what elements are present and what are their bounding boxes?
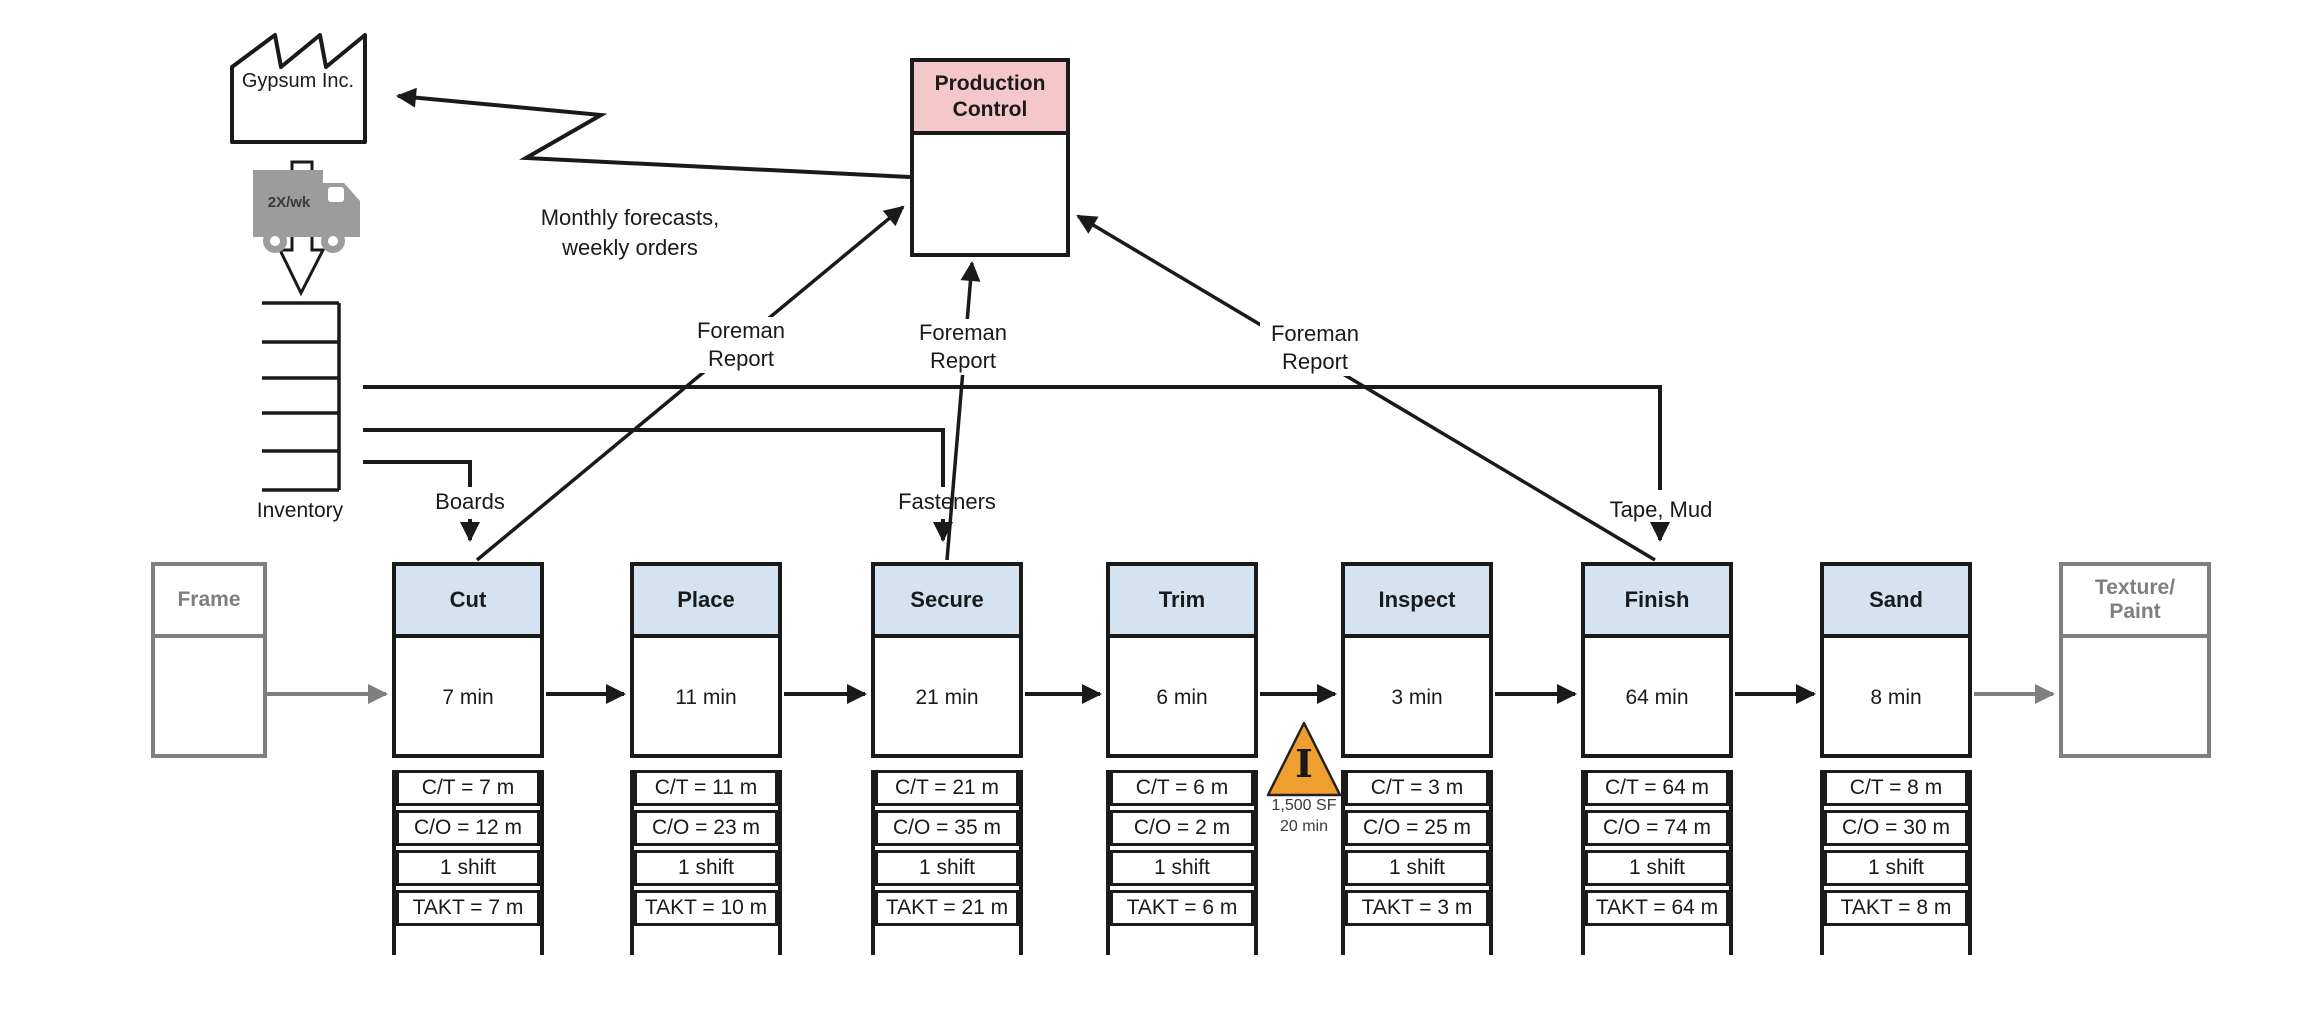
process-name-finish: Finish (1624, 587, 1690, 612)
process-name-texture-paint: Texture/ Paint (2094, 576, 2176, 623)
forecast-zigzag-arrow (396, 87, 911, 179)
data-row: C/T = 8 m (1824, 770, 1968, 806)
data-row: 1 shift (1345, 850, 1489, 886)
data-table-trim: C/T = 6 m C/O = 2 m 1 shift TAKT = 6 m (1106, 770, 1258, 955)
inventory-buffer-icon (1266, 721, 1342, 797)
process-box-trim: Trim 6 min (1106, 562, 1258, 758)
process-name-inspect: Inspect (1378, 587, 1456, 612)
data-row: C/O = 23 m (634, 810, 778, 846)
process-box-place: Place 11 min (630, 562, 782, 758)
data-row: TAKT = 21 m (875, 890, 1019, 926)
data-row: 1 shift (1110, 850, 1254, 886)
supplier-factory-icon (230, 33, 367, 144)
production-control-box: Production Control (910, 58, 1070, 257)
data-row: TAKT = 7 m (396, 890, 540, 926)
process-box-inspect: Inspect 3 min (1341, 562, 1493, 758)
data-row: C/T = 3 m (1345, 770, 1489, 806)
truck-icon (253, 170, 360, 253)
process-time-place: 11 min (675, 686, 737, 709)
data-row: TAKT = 64 m (1585, 890, 1729, 926)
inventory-label: Inventory (256, 499, 344, 522)
process-time-sand: 8 min (1870, 686, 1922, 709)
process-time-inspect: 3 min (1391, 686, 1443, 709)
process-name-cut: Cut (449, 587, 487, 612)
fasteners-label: Fasteners (898, 489, 996, 514)
process-name-place: Place (677, 587, 735, 612)
buffer-size-label: 1,500 SF (1271, 797, 1337, 814)
data-row: 1 shift (1585, 850, 1729, 886)
truck-frequency-label: 2X/wk (267, 194, 311, 211)
supplier-name: Gypsum Inc. (241, 70, 355, 92)
process-box-frame: Frame (151, 562, 267, 758)
data-table-place: C/T = 11 m C/O = 23 m 1 shift TAKT = 10 … (630, 770, 782, 955)
data-row: C/T = 64 m (1585, 770, 1729, 806)
data-row: C/O = 12 m (396, 810, 540, 846)
foreman-arrow-left (475, 205, 905, 562)
process-time-finish: 64 min (1625, 686, 1689, 709)
process-box-sand: Sand 8 min (1820, 562, 1972, 758)
data-row: C/O = 74 m (1585, 810, 1729, 846)
data-row: 1 shift (875, 850, 1019, 886)
forecast-label: Monthly forecasts, weekly orders (540, 205, 720, 260)
data-row: C/O = 35 m (875, 810, 1019, 846)
process-name-secure: Secure (910, 587, 984, 612)
foreman-report-label-middle: Foreman Report (908, 319, 1018, 375)
data-table-cut: C/T = 7 m C/O = 12 m 1 shift TAKT = 7 m (392, 770, 544, 955)
data-table-inspect: C/T = 3 m C/O = 25 m 1 shift TAKT = 3 m (1341, 770, 1493, 955)
foreman-report-label-right: Foreman Report (1260, 320, 1370, 376)
foreman-report-label-left: Foreman Report (686, 317, 796, 373)
process-box-texture-paint: Texture/ Paint (2059, 562, 2211, 758)
data-row: TAKT = 6 m (1110, 890, 1254, 926)
data-row: 1 shift (1824, 850, 1968, 886)
material-line-boards (363, 460, 472, 487)
process-name-frame: Frame (177, 588, 241, 611)
material-line-fasteners (363, 428, 945, 487)
process-name-trim: Trim (1158, 587, 1206, 612)
production-control-title: Production Control (934, 71, 1046, 121)
data-row: 1 shift (634, 850, 778, 886)
data-row: 1 shift (396, 850, 540, 886)
data-table-secure: C/T = 21 m C/O = 35 m 1 shift TAKT = 21 … (871, 770, 1023, 955)
process-time-trim: 6 min (1156, 686, 1208, 709)
process-time-cut: 7 min (442, 686, 494, 709)
data-row: TAKT = 3 m (1345, 890, 1489, 926)
data-row: C/T = 21 m (875, 770, 1019, 806)
data-row: C/T = 7 m (396, 770, 540, 806)
buffer-symbol: I (1295, 741, 1313, 786)
inventory-rack-icon (262, 301, 341, 492)
data-row: TAKT = 10 m (634, 890, 778, 926)
tape-mud-label: Tape, Mud (1609, 497, 1713, 522)
foreman-arrow-middle (945, 261, 981, 561)
process-box-cut: Cut 7 min (392, 562, 544, 758)
data-row: C/T = 11 m (634, 770, 778, 806)
buffer-time-label: 20 min (1279, 818, 1329, 835)
data-row: C/T = 6 m (1110, 770, 1254, 806)
process-name-sand: Sand (1869, 587, 1923, 612)
data-row: C/O = 30 m (1824, 810, 1968, 846)
process-box-finish: Finish 64 min (1581, 562, 1733, 758)
data-row: C/O = 2 m (1110, 810, 1254, 846)
material-line-tape-mud (363, 385, 1662, 490)
process-box-secure: Secure 21 min (871, 562, 1023, 758)
data-table-finish: C/T = 64 m C/O = 74 m 1 shift TAKT = 64 … (1581, 770, 1733, 955)
data-row: TAKT = 8 m (1824, 890, 1968, 926)
process-time-secure: 21 min (915, 686, 979, 709)
boards-label: Boards (435, 489, 505, 514)
data-row: C/O = 25 m (1345, 810, 1489, 846)
data-table-sand: C/T = 8 m C/O = 30 m 1 shift TAKT = 8 m (1820, 770, 1972, 955)
